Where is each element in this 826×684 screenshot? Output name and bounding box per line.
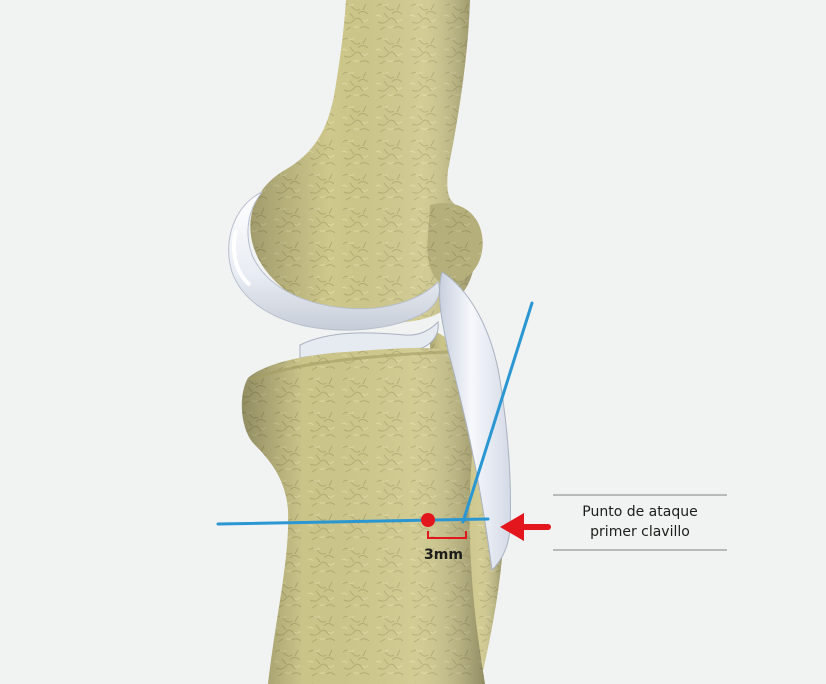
tibia xyxy=(242,348,485,684)
callout-rule-top xyxy=(553,494,727,496)
entry-point-marker xyxy=(421,513,435,527)
callout-line-2: primer clavillo xyxy=(556,522,724,542)
measurement-label: 3mm xyxy=(424,547,463,563)
callout-label: Punto de ataque primer clavillo xyxy=(556,502,724,542)
callout-rule-bottom xyxy=(553,549,727,551)
callout-line-1: Punto de ataque xyxy=(556,502,724,522)
femur xyxy=(250,0,482,323)
